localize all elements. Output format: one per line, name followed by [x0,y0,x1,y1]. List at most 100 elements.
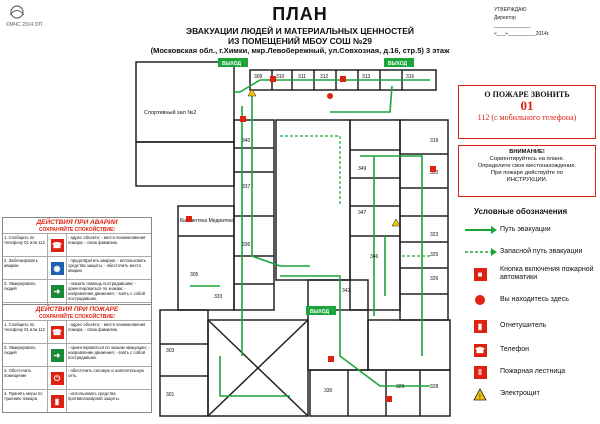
table-row: 3. Эвакуировать людей ➜ - оказать помощь… [3,279,151,302]
accident-panel-subtitle: СОХРАНЯЙТЕ СПОКОЙСТВИЕ! [39,227,115,233]
room-325: 325 [430,252,439,258]
room-347: 347 [358,210,367,216]
action-cell: 1. Сообщить по телефону 01 или 112 [3,234,48,256]
legend-label: Огнетушитель [500,322,547,329]
detail-cell: - адрес объекта; - место возникновения п… [68,235,146,245]
page-title: ПЛАН [272,4,328,24]
room-342: 342 [342,288,351,294]
extinguisher-marker [270,76,276,82]
fire-call-mobile: 112 (с мобильного телефона) [477,113,577,122]
action-cell: 1. Сообщить по телефону 01 или 112 [3,321,48,343]
table-row: 3. Обесточить помещение ⏻ - обесточить с… [3,366,151,389]
room-326: 326 [430,276,439,282]
legend-item: Вы находитесь здесь [460,290,600,310]
approval-block: УТВЕРЖДАЮ Директор _____________ «___»__… [494,6,549,38]
extinguisher-marker [186,216,192,222]
logo-icon [9,5,25,19]
detail-cell: - предотвратить аварию; - использовать с… [68,258,147,273]
exit-sign-3 [306,306,336,315]
extinguisher-icon: ▮ [50,394,64,408]
room-316: 316 [406,74,415,80]
legend-label: Телефон [500,346,530,353]
room-336: 336 [242,242,251,248]
attention-line-1: Сориентируйтесь на плане. [489,156,565,162]
room-301: 301 [166,392,175,398]
room-310: 310 [276,74,285,80]
fire-call-line: О ПОЖАРЕ ЗВОНИТЬ [484,90,570,99]
room-328: 328 [430,384,439,390]
approval-line-4: «___»__________2014г. [494,31,550,37]
evacuate-icon: ➜ [50,284,64,298]
legend-item: ▮ Огнетушитель [460,316,600,336]
room-346: 346 [370,254,379,260]
attention-line-2: Определите свое местонахождение. [477,163,577,169]
approval-line-2: Директор [494,15,516,21]
electric-panel-icon: ! [473,387,487,401]
power-off-icon: ⏻ [50,371,64,385]
fire-panel-subtitle: СОХРАНЯЙТЕ СПОКОЙСТВИЕ! [39,314,115,320]
room-312: 312 [320,74,329,80]
reserve-path-arrow [460,244,500,260]
fire-button-icon: ■ [473,267,487,281]
electric-panel-marker [391,218,401,227]
legend-item: ☎ Телефон [460,340,600,360]
you-are-here-marker [327,93,333,99]
fire-button-marker [240,116,246,122]
attention-heading: ВНИМАНИЕ! [509,149,545,155]
table-row: 2. Эвакуировать людей ➜ - ориентироватьс… [3,343,151,366]
exit-sign-1 [218,58,248,67]
block-icon: ◉ [50,261,64,275]
extinguisher-marker [328,356,334,362]
legend-label: Пожарная лестница [500,368,566,375]
approval-line-3: _____________ [494,23,531,29]
approval-line-1: УТВЕРЖДАЮ [494,7,527,13]
accident-actions-panel: ДЕЙСТВИЯ ПРИ АВАРИИ СОХРАНЯЙТЕ СПОКОЙСТВ… [2,217,152,310]
fire-panel-title: ДЕЙСТВИЯ ПРИ ПОЖАРЕ [35,306,119,313]
legend-item: Путь эвакуации [460,220,600,240]
room-library: Библиотека Медиатека [180,218,234,224]
evacuate-icon: ➜ [50,348,64,362]
action-cell: 2. Заблокировать аварию [3,257,48,279]
reserve-paths [280,135,430,257]
table-row: 2. Заблокировать аварию ◉ - предотвратит… [3,256,151,279]
room-320: 320 [430,170,439,176]
room-349: 349 [358,166,367,172]
phone-icon: ☎ [50,325,64,339]
legend-label: Электрощит [500,390,540,397]
evac-path-arrow [460,222,500,238]
evacuation-paths [190,79,430,397]
legend-label: Запасной путь эвакуации [500,248,583,255]
attention-line-3: При пожаре действуйте по [491,170,563,176]
fire-call-box: О ПОЖАРЕ ЗВОНИТЬ 01 112 (с мобильного те… [458,85,596,139]
exit-label-3: ВЫХОД [310,309,330,315]
legend-item: ‖ Пожарная лестница [460,362,600,382]
room-323: 323 [430,232,439,238]
legend-item: ! Электрощит [460,384,600,404]
room-340: 340 [242,138,251,144]
room-313: 313 [362,74,371,80]
action-cell: 3. Обесточить помещение [3,367,48,389]
legend-title: Условные обозначения [474,207,568,216]
fire-actions-panel: ДЕЙСТВИЯ ПРИ ПОЖАРЕ СОХРАНЯЙТЕ СПОКОЙСТВ… [2,304,152,413]
page-subtitle-1: ЭВАКУАЦИИ ЛЮДЕЙ И МАТЕРИАЛЬНЫХ ЦЕННОСТЕЙ [186,26,414,36]
legend-label: Вы находитесь здесь [500,296,569,303]
logo: ©МЧС 2014 ОП [6,4,42,28]
extinguisher-marker [340,76,346,82]
legend-label: Путь эвакуации [500,226,551,233]
phone-icon: ☎ [50,238,64,252]
room-329: 329 [396,384,405,390]
plan-markers [186,76,436,402]
logo-caption: ©МЧС 2014 ОП [6,22,43,28]
detail-cell: - адрес объекта; - место возникновения п… [68,322,146,332]
legend-label: Кнопка включения пожарной автоматики [500,266,594,281]
legend-item: Запасной путь эвакуации [460,242,600,262]
extinguisher-marker [430,166,436,172]
extinguisher-marker [386,396,392,402]
attention-line-4: ИНСТРУКЦИИ. [506,177,548,183]
room-311: 311 [298,74,306,80]
page-address: (Московская обл., г.Химки, мкр.Левобереж… [150,46,450,55]
action-cell: 4. Принять меры по тушению пожара [3,390,48,412]
action-cell: 2. Эвакуировать людей [3,344,48,366]
exit-label-2: ВЫХОД [388,61,408,67]
exit-sign-2 [384,58,414,67]
